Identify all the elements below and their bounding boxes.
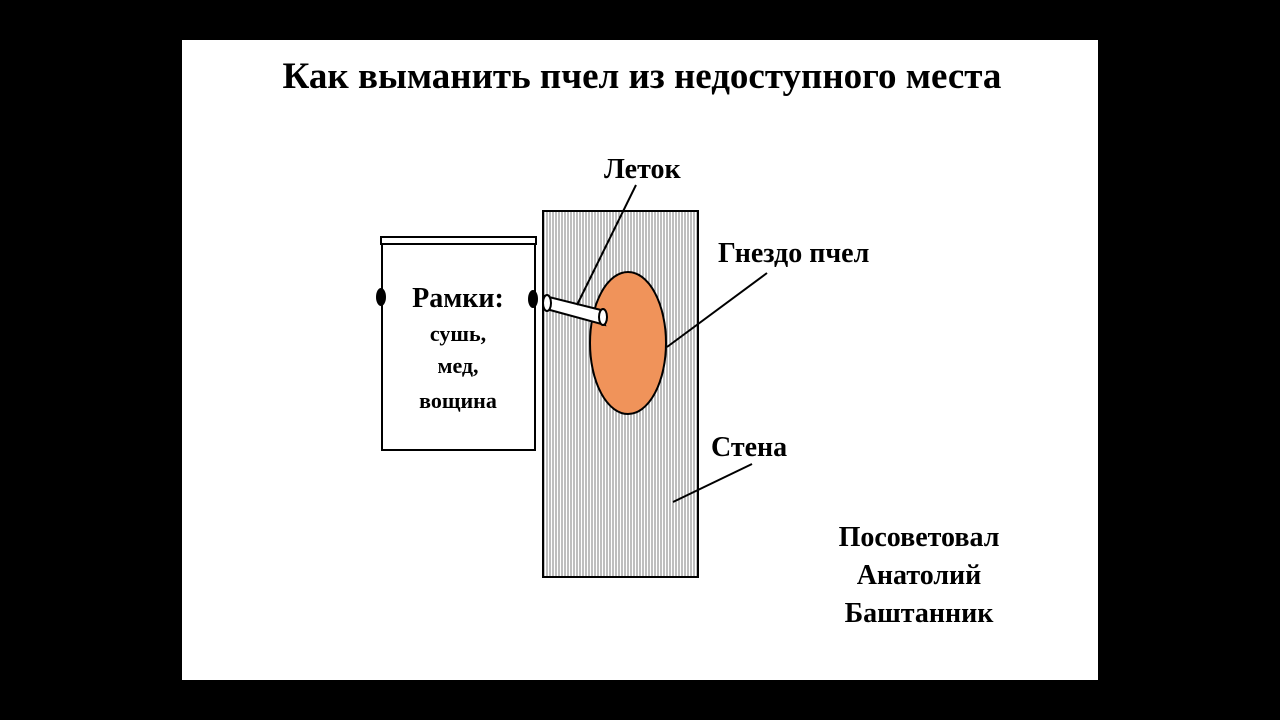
author-line-2: Анатолий	[857, 560, 982, 591]
wall-label: Стена	[711, 432, 787, 463]
entrance-tube	[542, 294, 608, 327]
box-heading: Рамки:	[412, 283, 504, 314]
author-line-1: Посоветовал	[839, 522, 1000, 553]
nest-label: Гнездо пчел	[718, 238, 869, 269]
box-line-2: мед,	[437, 353, 478, 378]
entrance-label: Леток	[604, 154, 681, 185]
nest-leader-line	[666, 272, 768, 348]
bee-nest-shape	[589, 271, 667, 415]
box-line-1: сушь,	[430, 321, 486, 346]
author-line-3: Баштанник	[845, 598, 995, 629]
slide-title: Как выманить пчел из недоступного места	[283, 56, 1002, 97]
frame-box	[381, 243, 536, 451]
box-line-3: вощина	[419, 388, 497, 413]
box-lid	[380, 236, 537, 245]
wall-leader-line	[672, 463, 753, 503]
box-right-dot	[528, 290, 538, 308]
box-left-dot	[376, 288, 386, 306]
entrance-leader-line	[576, 184, 637, 306]
